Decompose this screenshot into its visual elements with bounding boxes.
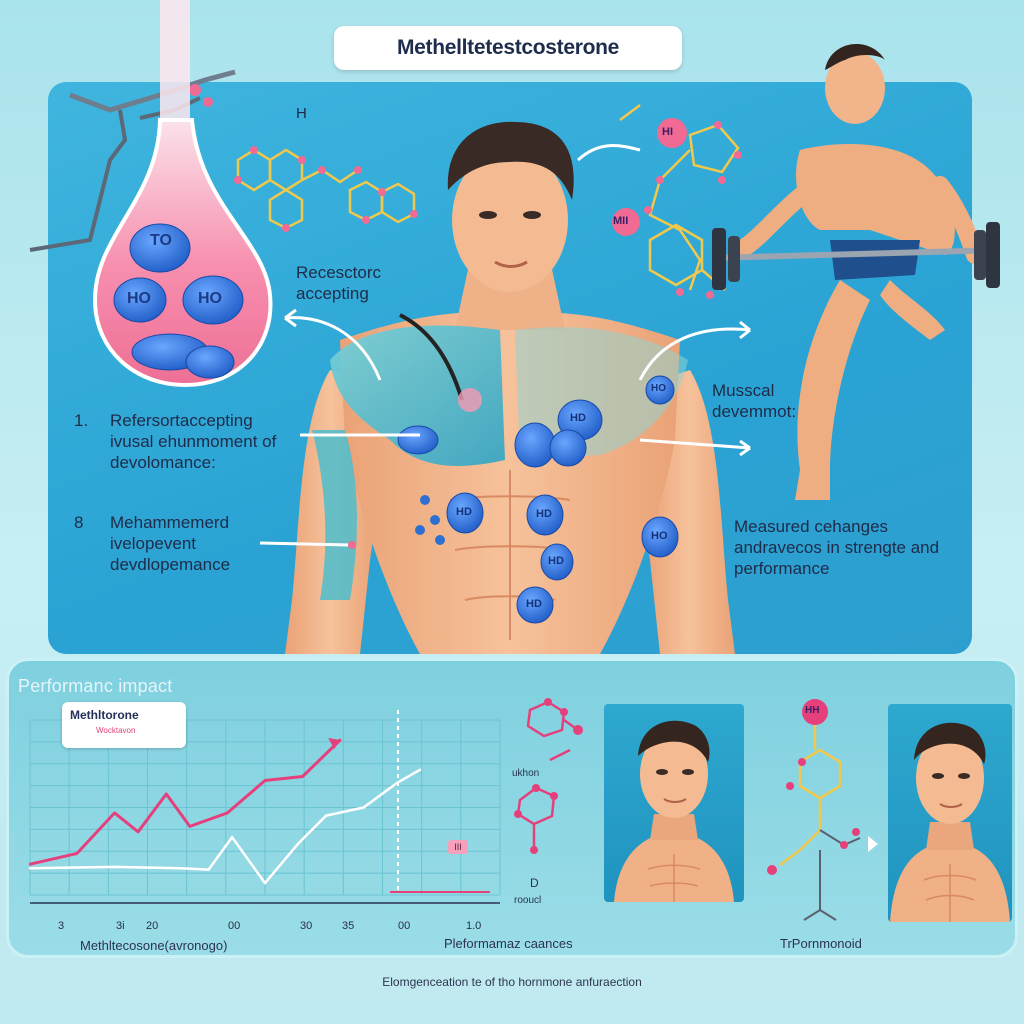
x-tick-8: 1.0	[466, 920, 482, 932]
athlete-barbell	[712, 43, 1001, 500]
body-pill-label-4: HD	[548, 555, 564, 567]
series-1-point-3	[113, 811, 116, 815]
mid-label-3: rooucl	[514, 895, 542, 906]
performance-label: Pleformamaz caances	[444, 936, 573, 951]
series-2-point-8	[324, 814, 328, 817]
molecule-label-mii: MII	[613, 215, 629, 227]
item-2-text: Mehammemerd ivelopevent devdlopemance	[110, 513, 231, 574]
mini-molecules	[514, 698, 583, 854]
hh-label: HH	[805, 705, 820, 716]
hydrogen-label: H	[296, 105, 307, 122]
mid-label-1: ukhon	[512, 768, 540, 779]
series-2-point-5	[230, 836, 234, 839]
series-2-point-2	[113, 865, 116, 869]
before-portrait	[604, 704, 744, 902]
series-1-point-6	[188, 825, 191, 828]
series-2-point-4	[207, 868, 210, 871]
series-2-point-3	[179, 867, 182, 870]
mid-label-2: D	[530, 876, 539, 890]
bag-pill-label-1: TO	[150, 232, 172, 249]
series-2-point-1	[28, 867, 32, 870]
x-tick-2: 3i	[116, 920, 125, 932]
x-tick-4: 00	[228, 920, 241, 932]
item-1-number: 1.	[74, 411, 89, 430]
series-2-point-11	[418, 768, 422, 771]
series-1-point-4	[136, 830, 140, 833]
bag-pill-label-2: HO	[127, 290, 151, 307]
body-pills	[397, 375, 679, 624]
after-portrait	[888, 704, 1012, 922]
molecule-right	[619, 104, 740, 291]
x-tick-1: 3	[58, 920, 65, 932]
series-1-arrowhead	[328, 738, 341, 749]
bag-pill-label-3: HO	[198, 290, 222, 307]
molecule-label-hi: HI	[662, 126, 673, 138]
x-tick-3: 20	[146, 920, 159, 932]
series-1-point-5	[165, 792, 168, 796]
legend-subtitle: Wocktavon	[96, 726, 136, 735]
series-2-point-9	[362, 806, 365, 809]
chevron-right-icon	[868, 836, 878, 852]
body-pill-label-6: HO	[651, 530, 668, 542]
series-2-point-6	[263, 881, 267, 885]
x-axis-label: Methltecosone(avronogo)	[80, 938, 228, 953]
legend-title: Methltorone	[70, 708, 139, 722]
item-1-text: Refersortaccepting ivusal ehunmoment of …	[110, 411, 277, 472]
right-label: TrPornmonoid	[780, 936, 862, 951]
series-line-2	[29, 768, 421, 885]
muscle-label: Musscal devemmot:	[712, 381, 797, 421]
series-1-point-8	[263, 779, 267, 782]
series-1-point-9	[301, 775, 304, 778]
chart-marker: III	[448, 840, 468, 854]
x-tick-5: 30	[300, 920, 313, 932]
footer-caption: Elomgenceation te of tho hornmone anfura…	[382, 975, 642, 989]
series-1-point-1	[28, 863, 32, 866]
changes-text: Measured cehanges andravecos in strengte…	[734, 517, 940, 578]
page-title: Methelltetestcosterone	[334, 26, 682, 70]
body-pill-label-1: HD	[570, 412, 586, 424]
x-tick-6: 35	[342, 920, 355, 932]
series-line-1	[29, 738, 342, 866]
body-pill-label-2: HD	[456, 506, 472, 518]
central-figure	[285, 121, 735, 654]
flow-arrows	[259, 308, 751, 547]
series-1-point-7	[226, 811, 229, 815]
item-2-number: 8	[74, 513, 84, 532]
receptor-label: Recesctorc accepting	[296, 263, 382, 303]
right-molecule	[767, 699, 861, 921]
chart-legend	[62, 702, 186, 748]
body-pill-label-3: HD	[536, 508, 552, 520]
x-tick-7: 00	[398, 920, 411, 932]
body-pill-label-7: HO	[651, 383, 666, 394]
body-pill-label-5: HD	[526, 598, 542, 610]
molecule-left	[236, 148, 416, 230]
series-2-point-7	[296, 842, 300, 846]
performance-title: Performanc impact	[18, 676, 173, 696]
series-1-point-2	[75, 852, 79, 855]
